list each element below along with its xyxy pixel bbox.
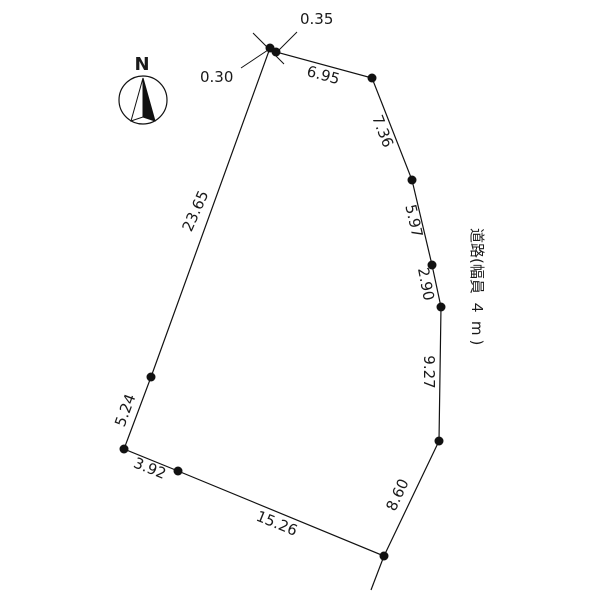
vertex-marker (407, 175, 417, 185)
compass: N (118, 54, 168, 125)
vertex-marker (367, 73, 377, 83)
vertex-marker (119, 444, 129, 454)
offset-label-top: 0.35 (300, 10, 333, 28)
edge-length-label: 6.95 (305, 62, 342, 88)
edge-length-label: 3.92 (131, 454, 169, 483)
road-extension-line (370, 555, 385, 591)
road-close-paren: ) (468, 340, 486, 346)
road-name: 道路 (468, 228, 486, 258)
boundary-vertices (119, 43, 446, 561)
vertex-marker (427, 260, 437, 270)
north-arrow-icon (130, 77, 156, 122)
vertex-marker (146, 372, 156, 382)
road-width-label: 幅員 (468, 264, 486, 294)
edge-length-label: 7.36 (368, 112, 397, 150)
vertex-marker (271, 47, 281, 57)
lot-boundary (123, 47, 442, 557)
road-open-paren: ( (468, 258, 486, 264)
edge-length-label: 5.24 (111, 392, 139, 430)
vertex-marker (436, 302, 446, 312)
edge-length-label: 5.97 (401, 203, 426, 240)
road-width-unit: m (468, 321, 486, 336)
compass-circle (118, 75, 168, 125)
road-label: 道路(幅員 ４ m) (468, 228, 486, 345)
edge-length-label: 23.65 (178, 188, 212, 235)
vertex-marker (434, 436, 444, 446)
edge-length-label: 8.60 (382, 476, 412, 514)
vertex-marker (379, 551, 389, 561)
edge-length-label: 2.90 (414, 266, 438, 302)
north-label: N (134, 54, 149, 75)
svg-text:道路(幅員４m): 道路(幅員 ４ m) (468, 228, 486, 345)
offset-label-left: 0.30 (200, 68, 233, 86)
road-width-value: ４ (468, 300, 486, 315)
edge-length-label: 9.27 (420, 355, 438, 388)
vertex-marker (173, 466, 183, 476)
